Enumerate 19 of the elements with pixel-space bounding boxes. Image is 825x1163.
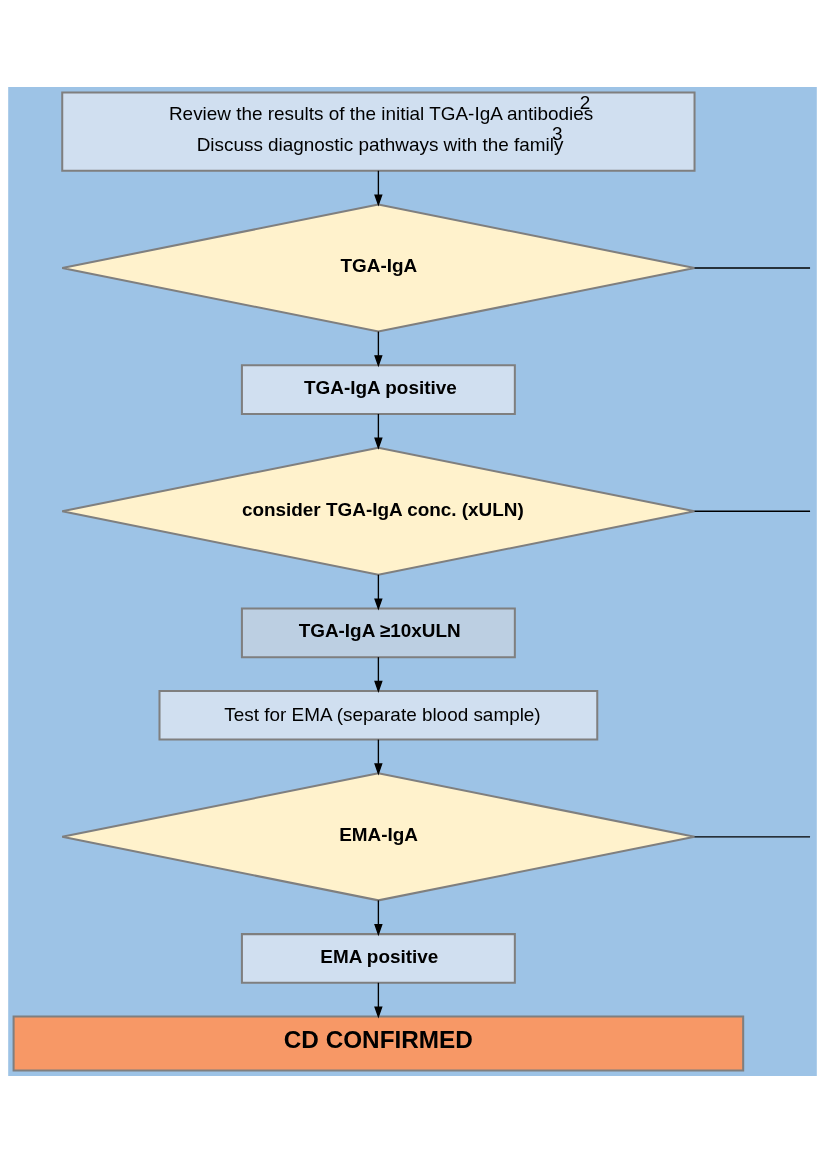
arrow [374, 170, 383, 207]
arrow [374, 738, 383, 776]
arrow [374, 899, 383, 937]
node-box: Test for EMA (separate blood sample) [158, 689, 599, 741]
node-diamond: EMA-IgA [61, 772, 696, 902]
node-box: CD CONFIRMED [12, 1015, 745, 1072]
arrow [374, 330, 383, 368]
arrow [374, 574, 383, 611]
node-diamond: consider TGA-IgA conc. (xULN) [61, 446, 696, 576]
connector [693, 836, 811, 838]
connector [693, 267, 811, 269]
node-box: EMA positive [240, 933, 516, 984]
arrow [374, 656, 383, 693]
connector [693, 510, 811, 512]
arrow [374, 982, 383, 1019]
arrow [374, 413, 383, 450]
node-diamond: TGA-IgA [61, 203, 696, 333]
node-box: TGA-IgA ≥10xULN [240, 607, 516, 659]
node-box: TGA-IgA positive [240, 364, 516, 415]
